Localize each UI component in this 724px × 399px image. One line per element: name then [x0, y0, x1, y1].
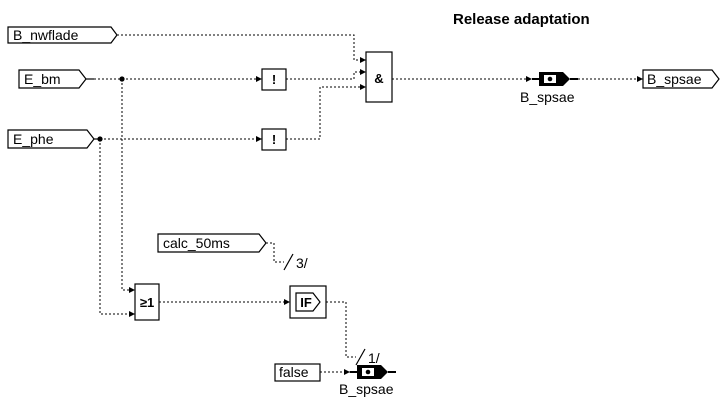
- wire-b-nwflade-to-and: [117, 34, 366, 61]
- message-block-bottom: B_spsae: [339, 365, 396, 397]
- input-calc-50ms: calc_50ms: [157, 233, 267, 253]
- diagram-title: Release adaptation: [453, 11, 590, 28]
- constant-false-label: false: [279, 364, 309, 380]
- sequence-marker-3-label: 3/: [296, 255, 308, 271]
- not-block-e-bm: !: [261, 68, 287, 91]
- output-b-spsae-label: B_spsae: [647, 71, 702, 87]
- constant-false: false: [274, 363, 321, 382]
- wire-not2-to-and: [286, 86, 366, 140]
- input-e-bm-label: E_bm: [24, 71, 61, 87]
- or-block: ≥1: [134, 283, 160, 321]
- input-e-bm: E_bm: [18, 69, 94, 89]
- input-calc-50ms-label: calc_50ms: [163, 235, 230, 251]
- output-b-spsae: B_spsae: [642, 69, 720, 89]
- message-block-top: B_spsae: [520, 72, 578, 105]
- input-b-nwflade-label: B_nwflade: [13, 27, 79, 43]
- not-block-e-phe-symbol: !: [272, 132, 276, 147]
- wire-if-to-seq1: [326, 301, 356, 358]
- input-e-phe-label: E_phe: [13, 131, 54, 147]
- input-b-nwflade: B_nwflade: [7, 26, 118, 44]
- message-block-top-label: B_spsae: [520, 89, 575, 105]
- if-block: IF: [289, 285, 327, 319]
- not-block-e-bm-symbol: !: [272, 72, 276, 87]
- and-block: &: [365, 51, 393, 103]
- arrowheads: [129, 57, 643, 375]
- not-block-e-phe: !: [261, 128, 287, 151]
- input-e-phe: E_phe: [7, 129, 100, 149]
- sequence-marker-1: 1/: [355, 348, 380, 366]
- and-block-symbol: &: [374, 71, 383, 86]
- or-block-symbol: ≥1: [140, 295, 154, 310]
- sequence-marker-3: 3/: [283, 253, 308, 271]
- wire-calc-to-seq3: [266, 242, 284, 263]
- wire-e-bm-to-or: [121, 79, 135, 291]
- message-block-bottom-label: B_spsae: [339, 381, 394, 397]
- junction-dot-e-bm: [119, 76, 125, 82]
- if-block-symbol: IF: [300, 295, 312, 310]
- sequence-marker-1-label: 1/: [368, 350, 380, 366]
- wire-not1-to-and: [286, 71, 366, 80]
